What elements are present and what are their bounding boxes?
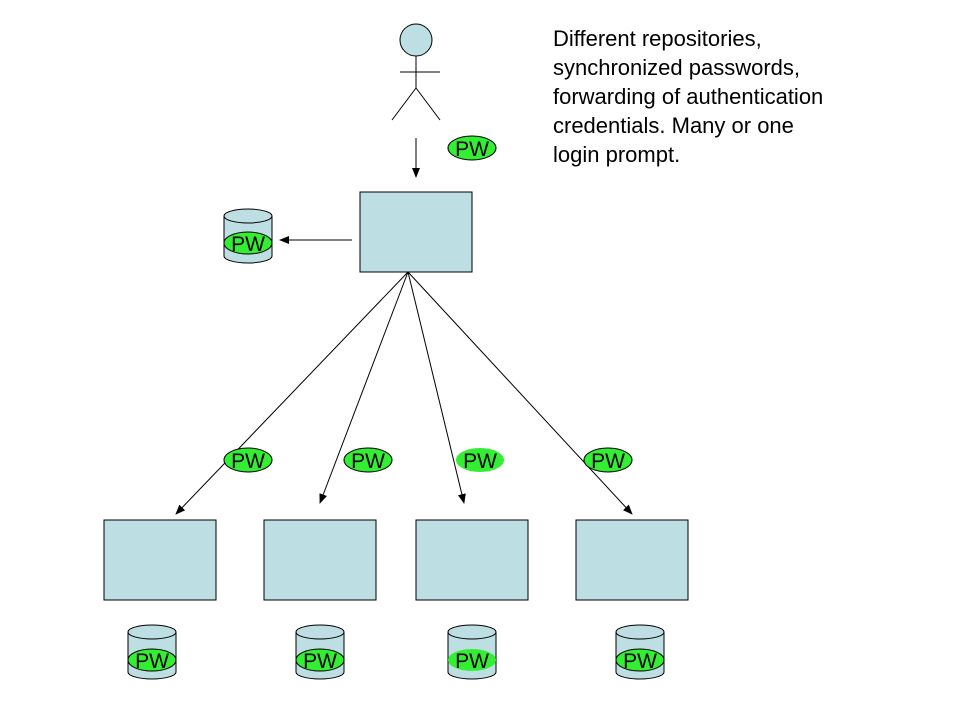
description-line-2: synchronized passwords, bbox=[553, 55, 801, 80]
description-line-4: credentials. Many or one bbox=[553, 113, 794, 138]
svg-text:PW: PW bbox=[135, 650, 169, 673]
description-text: Different repositories, synchronized pas… bbox=[553, 24, 863, 169]
description-line-1: Different repositories, bbox=[553, 26, 762, 51]
target-server-box-2 bbox=[263, 519, 377, 601]
credential-token-user: PW bbox=[447, 135, 497, 161]
password-repository-central: PW bbox=[223, 208, 273, 264]
target-server-box-4 bbox=[575, 519, 689, 601]
svg-text:PW: PW bbox=[455, 138, 489, 161]
svg-text:PW: PW bbox=[303, 650, 337, 673]
central-server-box bbox=[359, 191, 473, 273]
user-icon bbox=[391, 23, 441, 121]
svg-text:PW: PW bbox=[351, 450, 385, 473]
password-repository-1: PW bbox=[127, 624, 177, 680]
description-line-3: forwarding of authentication bbox=[553, 84, 824, 109]
svg-text:PW: PW bbox=[591, 450, 625, 473]
credential-token-forward-2: PW bbox=[343, 447, 393, 473]
svg-text:PW: PW bbox=[463, 450, 497, 473]
credential-token-forward-4: PW bbox=[583, 447, 633, 473]
svg-text:PW: PW bbox=[231, 450, 265, 473]
target-server-box-3 bbox=[415, 519, 529, 601]
credential-token-forward-1: PW bbox=[223, 447, 273, 473]
password-repository-2: PW bbox=[295, 624, 345, 680]
credential-token-forward-3: PW bbox=[456, 448, 504, 473]
target-server-box-1 bbox=[103, 519, 217, 601]
password-repository-3: PW bbox=[447, 624, 497, 680]
forward-arrow-1 bbox=[175, 271, 409, 515]
description-line-5: login prompt. bbox=[553, 142, 681, 167]
svg-text:PW: PW bbox=[231, 233, 265, 256]
forward-arrow-4 bbox=[407, 271, 633, 515]
svg-text:PW: PW bbox=[623, 650, 657, 673]
forward-arrow-3 bbox=[407, 271, 466, 504]
svg-text:PW: PW bbox=[455, 650, 489, 673]
password-repository-4: PW bbox=[615, 624, 665, 680]
forward-arrow-2 bbox=[319, 271, 409, 504]
